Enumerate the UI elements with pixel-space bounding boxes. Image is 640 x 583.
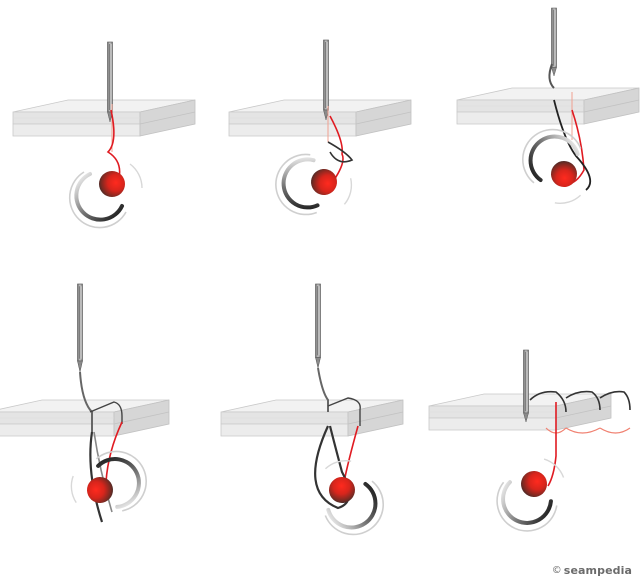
step-5 (221, 284, 403, 539)
copyright-credit: © seampedia (552, 564, 632, 577)
step-1 (13, 42, 195, 228)
step-3 (457, 8, 639, 207)
step-2 (229, 40, 411, 235)
copyright-symbol: © (552, 565, 562, 576)
credit-text: seampedia (564, 564, 632, 577)
step-6 (429, 350, 630, 539)
step-4 (0, 284, 169, 523)
